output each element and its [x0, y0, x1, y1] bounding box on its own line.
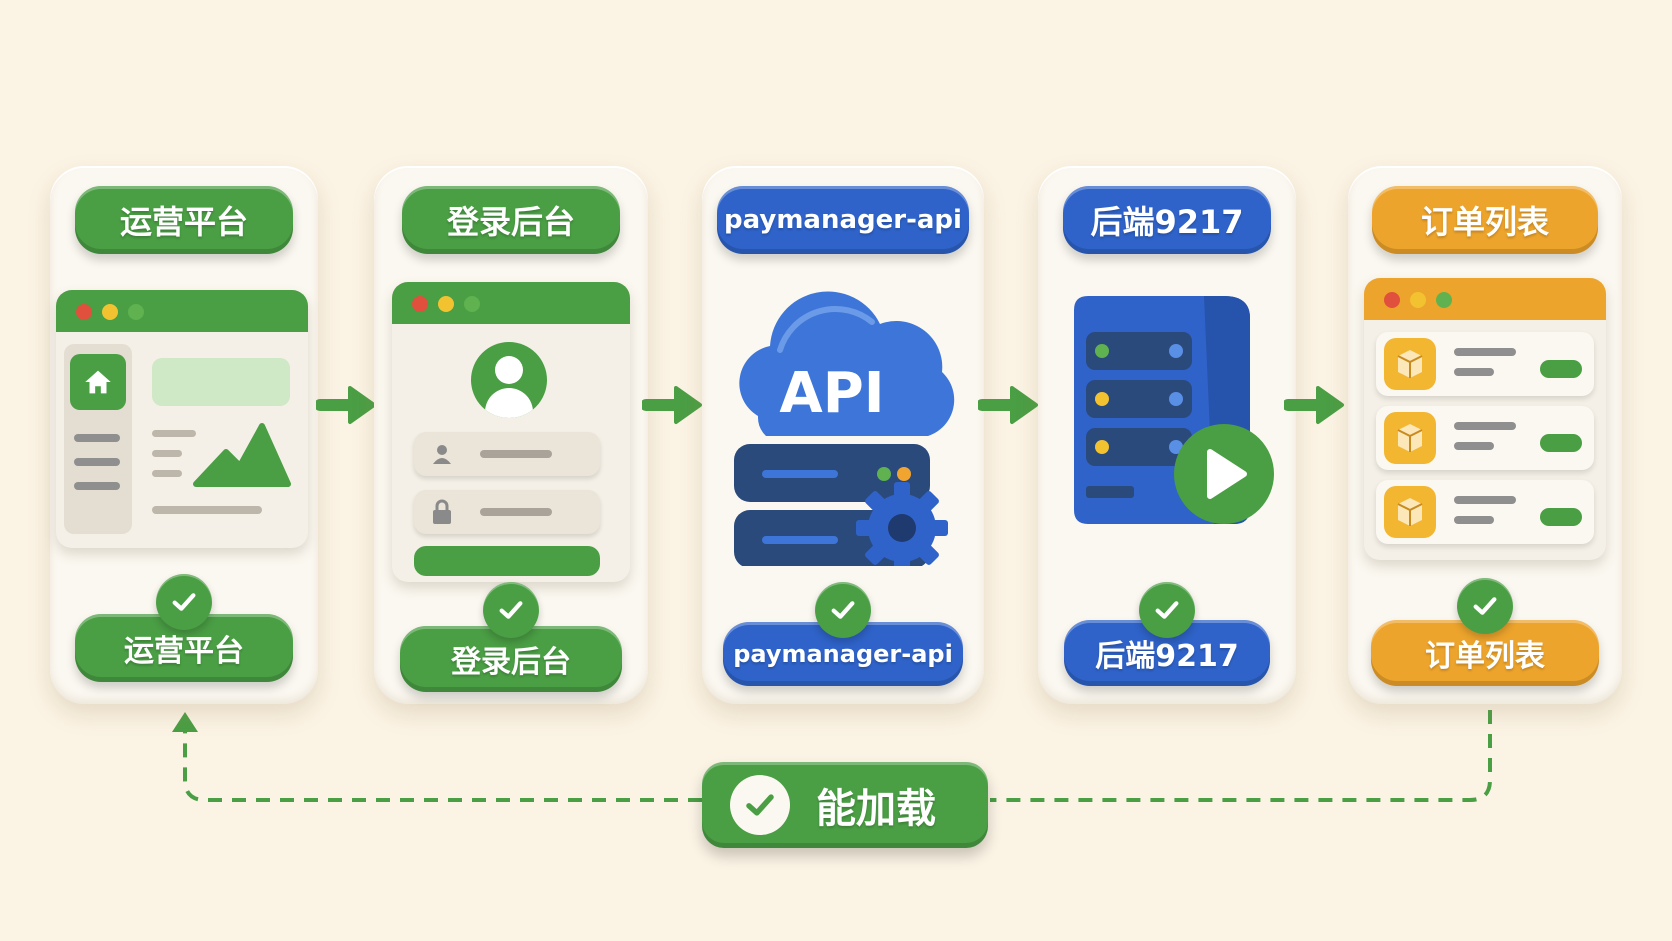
check-circle-icon [730, 775, 790, 835]
home-icon [70, 354, 126, 410]
step-title-platform: 运营平台 [75, 186, 293, 254]
arrow-right-icon [1284, 386, 1344, 424]
list-item [1376, 332, 1594, 396]
mountain-image-icon [193, 423, 291, 487]
result-label: 能加载 [816, 786, 936, 832]
lock-icon [433, 499, 451, 524]
step-card-login: 登录后台 登录后台 [374, 166, 648, 704]
arrow-right-icon [316, 386, 376, 424]
check-icon [1139, 582, 1195, 638]
login-form-icon [392, 282, 630, 582]
list-item [1376, 406, 1594, 470]
step-card-orders: 订单列表 订单列表 [1348, 166, 1622, 704]
api-cloud-server-icon: API [734, 291, 955, 566]
check-icon [815, 582, 871, 638]
api-text: API [779, 361, 884, 426]
step-card-backend: 后端9217 后端9217 [1038, 166, 1296, 704]
step-title-backend: 后端9217 [1063, 186, 1271, 254]
step-card-platform: 运营平台 运营平台 [50, 166, 318, 704]
list-item [1376, 480, 1594, 544]
server-play-icon [1074, 296, 1274, 524]
step-status-login: 登录后台 [400, 626, 622, 692]
package-icon [1384, 486, 1436, 538]
step-title-api: paymanager-api [717, 186, 969, 254]
user-field-icon [433, 445, 451, 464]
login-button-shape [414, 546, 600, 576]
step-card-api: paymanager-api API paymanager-api [702, 166, 984, 704]
check-icon [1457, 578, 1513, 634]
step-title-orders: 订单列表 [1372, 186, 1598, 254]
arrow-right-icon [642, 386, 702, 424]
check-icon [156, 574, 212, 630]
order-list-icon [1364, 278, 1606, 560]
result-badge: 能加载 [702, 762, 988, 848]
arrow-right-icon [978, 386, 1038, 424]
package-icon [1384, 338, 1436, 390]
check-icon [483, 582, 539, 638]
user-avatar-icon [471, 342, 547, 418]
browser-home-icon [56, 290, 308, 548]
package-icon [1384, 412, 1436, 464]
step-title-login: 登录后台 [402, 186, 620, 254]
